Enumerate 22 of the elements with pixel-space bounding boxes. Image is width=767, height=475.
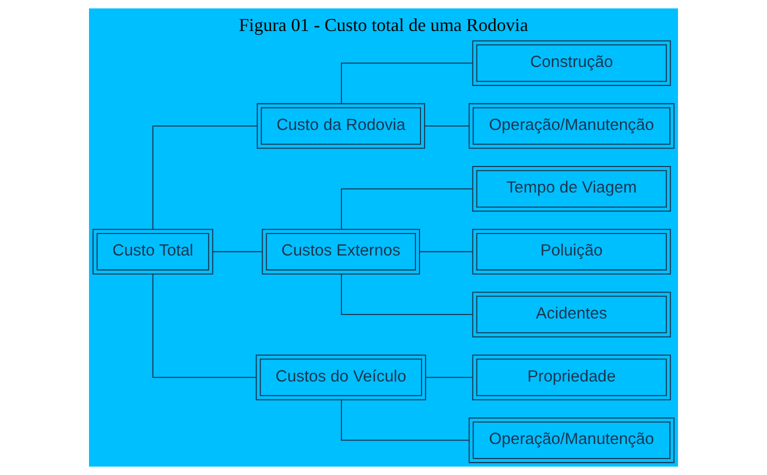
connector [426, 376, 472, 378]
node-box: Construção [472, 40, 671, 86]
connector [420, 251, 472, 252]
node-box: Operação/Manutenção [468, 103, 674, 149]
node-box: Custo da Rodovia [256, 103, 426, 149]
node-box: Custo Total [92, 228, 214, 274]
connector [152, 274, 256, 378]
connector [424, 125, 469, 126]
connector [340, 274, 473, 316]
node-box: Tempo de Viagem [472, 166, 671, 212]
connector [152, 125, 258, 230]
connector [340, 400, 469, 441]
node-box: Custos do Veículo [256, 354, 426, 400]
node-box: Operação/Manutenção [468, 417, 674, 464]
node-box: Propriedade [472, 354, 671, 400]
node-box: Poluição [472, 228, 671, 274]
diagram-title: Figura 01 - Custo total de uma Rodovia [238, 15, 528, 36]
connector [212, 251, 262, 252]
connector [340, 188, 473, 230]
node-box: Custos Externos [262, 228, 420, 274]
connector [340, 62, 473, 104]
node-box: Acidentes [472, 292, 671, 338]
